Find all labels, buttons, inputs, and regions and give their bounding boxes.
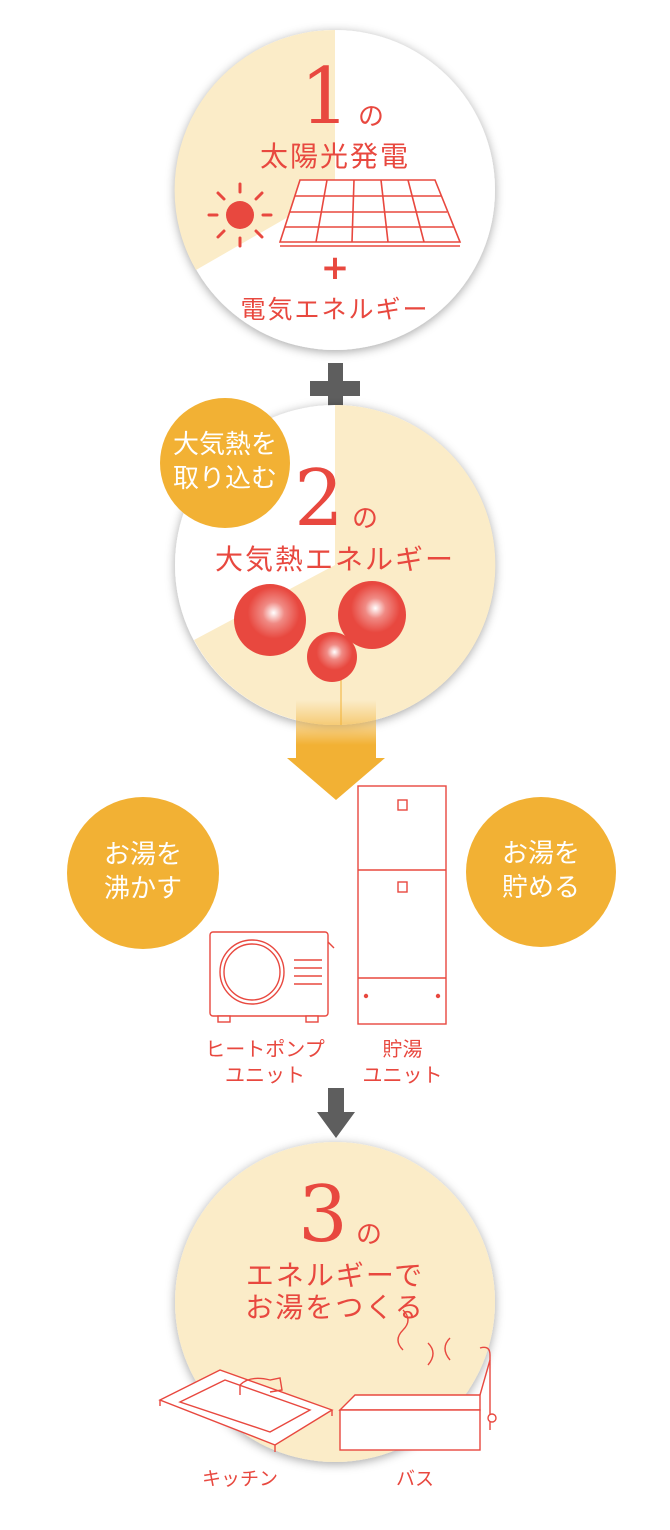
heat-pump-unit-icon [209,931,335,1023]
hot-water-tank-icon [357,785,447,1025]
step1-subtitle: 電気エネルギー [240,295,430,324]
intake-heat-bubble: 大気熱を取り込む [160,398,290,528]
store-line1: お湯を [501,839,580,870]
heat-pump-label: ヒートポンプユニット [190,1036,340,1088]
bubble-line2: 取り込む [172,464,277,494]
step2-number: 2 [294,454,344,544]
step3-title-line1: エネルギーで [245,1259,425,1292]
step1-title: 太陽光発電 [259,140,410,173]
heatpump-line1: ヒートポンプ [205,1037,325,1061]
tank-line1: 貯湯 [382,1037,423,1061]
kitchen-label: キッチン [201,1468,278,1490]
step3-suffix: の [356,1220,383,1250]
boil-line2: 沸かす [103,874,182,904]
heatpump-line2: ユニット [225,1063,305,1087]
store-water-bubble: お湯を貯める [466,797,616,947]
step2-title: 大気熱エネルギー [214,543,455,576]
sun-icon [207,182,273,248]
tank-line2: ユニット [362,1063,443,1087]
down-arrow-orange [287,700,385,800]
step3-title-line2: お湯をつくる [245,1291,425,1325]
step1-number: 1 [300,52,350,142]
bath-label: バス [395,1468,434,1490]
boil-line1: お湯を [103,840,182,871]
heat-particles-icon [234,581,406,725]
tank-label: 貯湯ユニット [355,1036,450,1088]
store-line2: 貯める [501,873,580,903]
boil-water-bubble: お湯を沸かす [67,797,219,949]
step3-title: エネルギーでお湯をつくる [215,1259,455,1325]
step2-suffix: の [352,504,379,534]
down-arrow-gray [317,1088,355,1138]
step3-number: 3 [298,1170,348,1260]
bathtub-icon [338,1309,497,1451]
bubble-line1: 大気熱を [172,430,277,461]
plus-sign: + [320,248,350,288]
kitchen-sink-icon [158,1369,334,1452]
step1-suffix: の [358,102,385,132]
plus-icon [310,363,360,413]
solar-panel-icon [278,179,462,247]
